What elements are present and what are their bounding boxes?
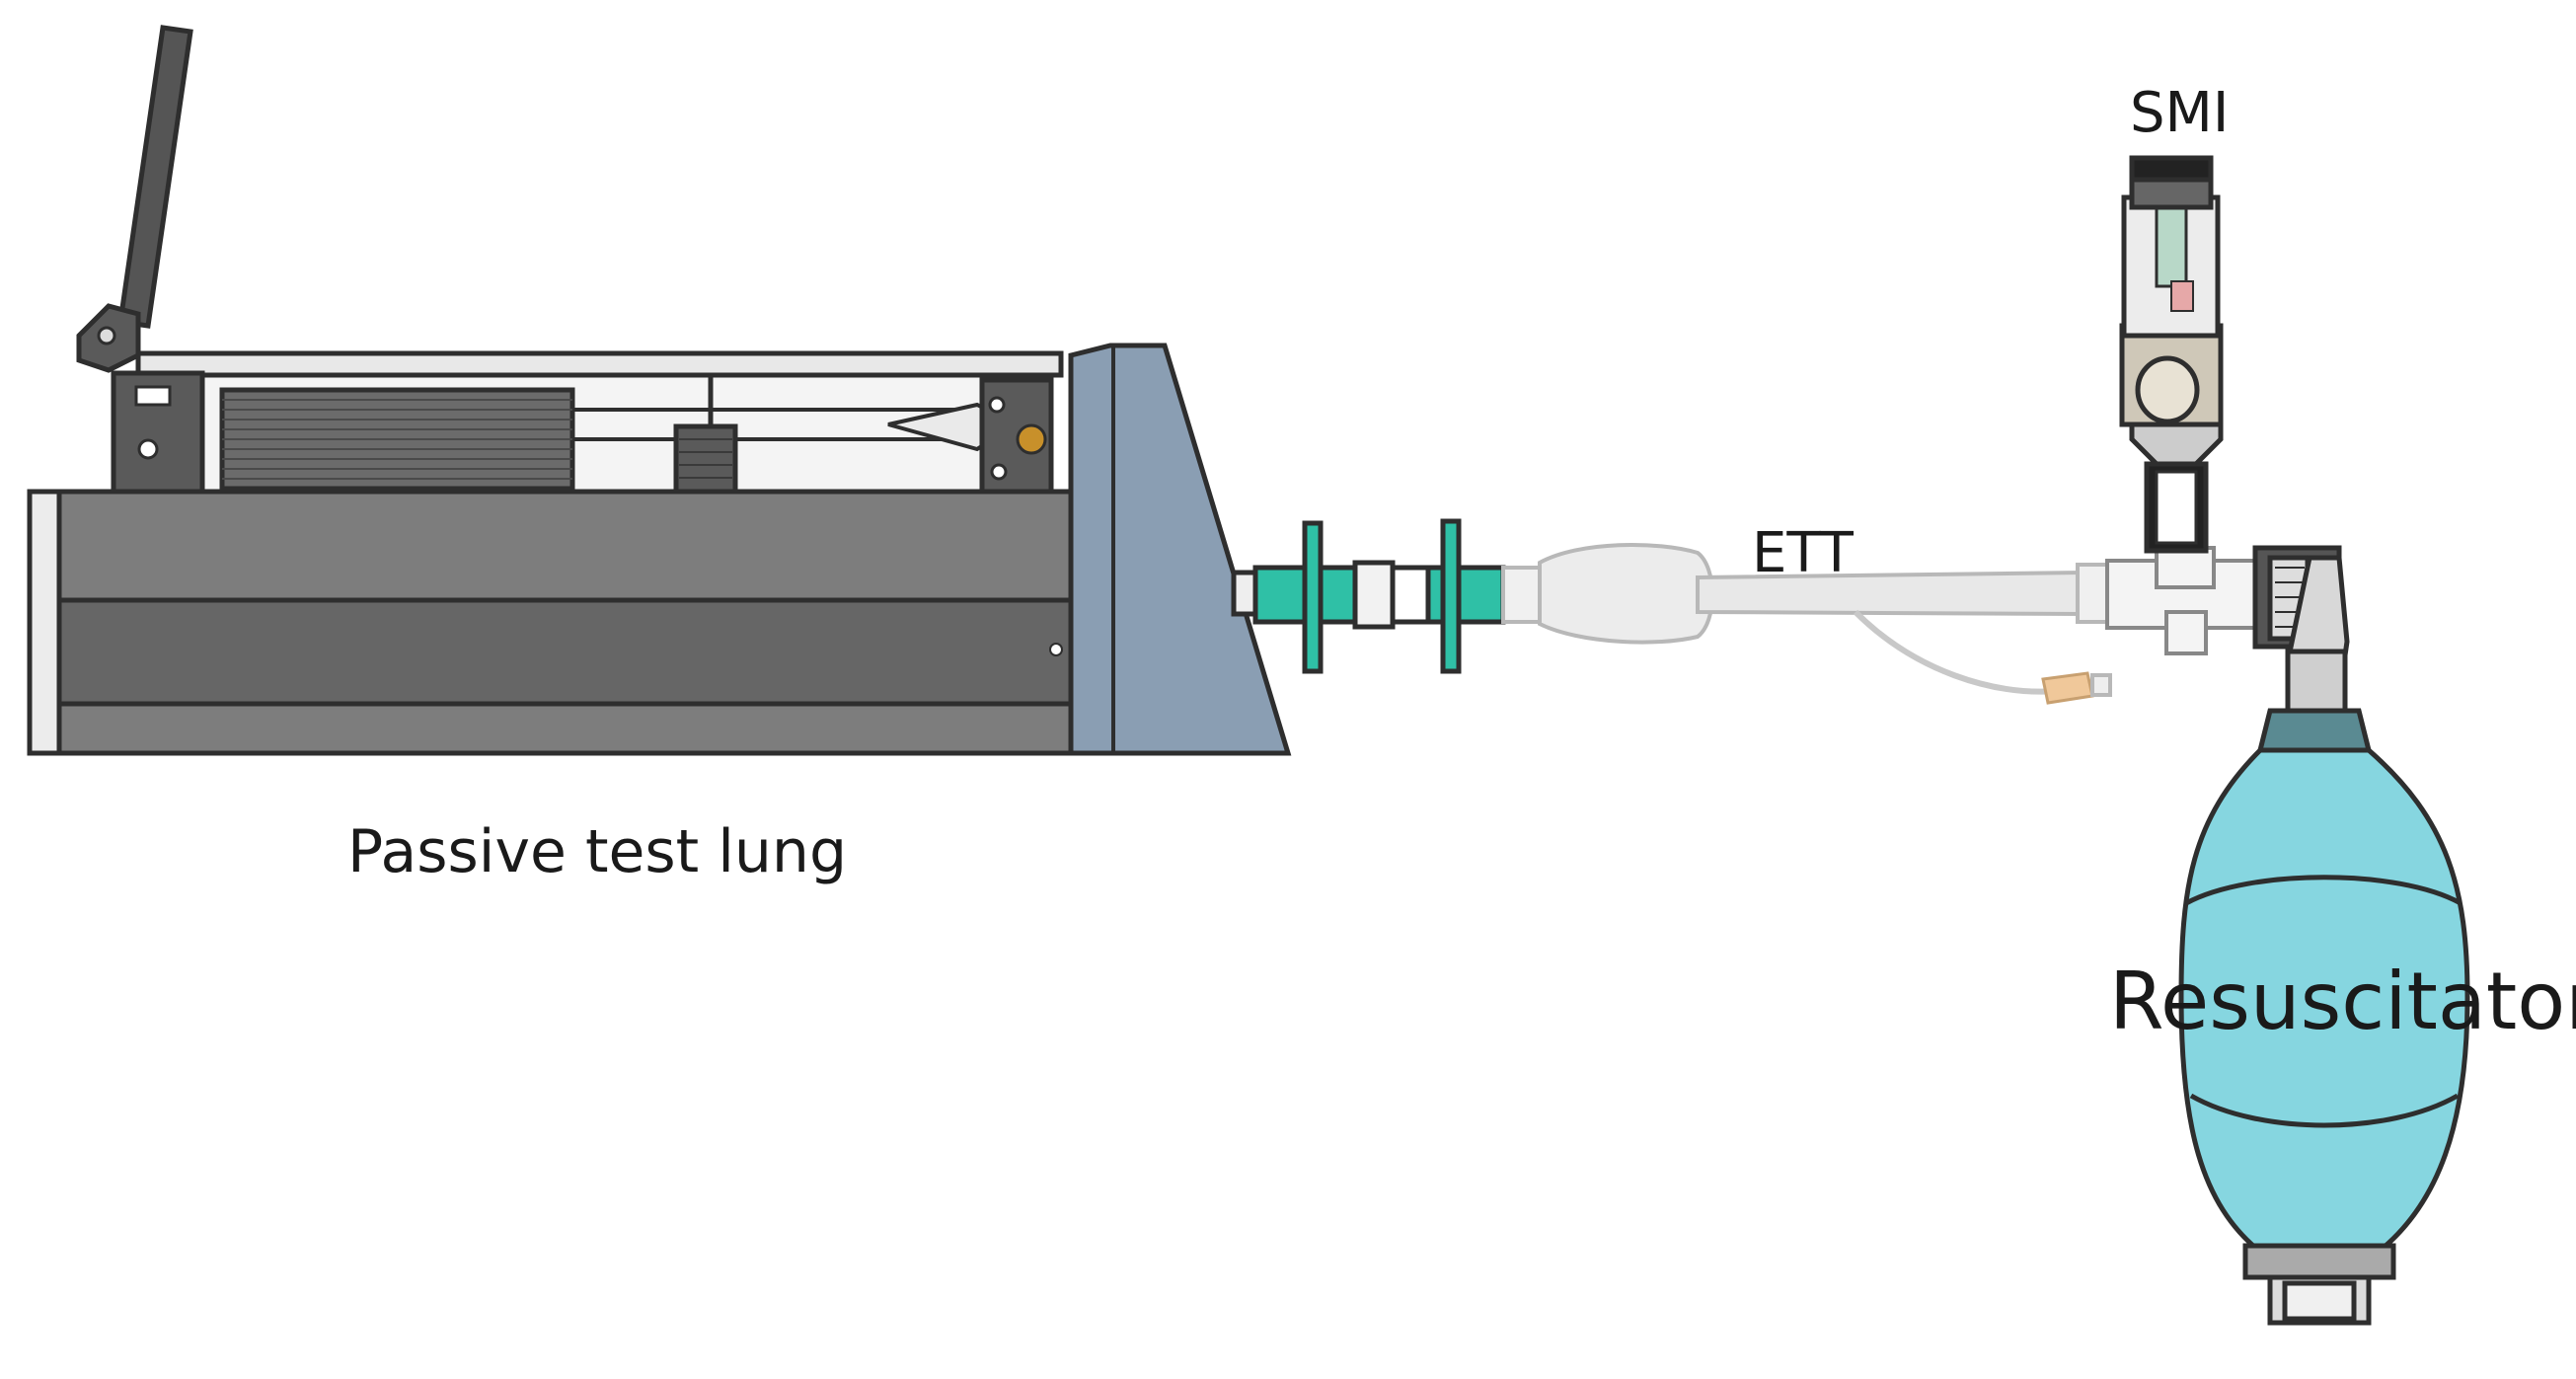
endotracheal-tube-icon <box>1501 543 2112 705</box>
smi-label: SMI <box>2130 81 2230 145</box>
test-lung-label: Passive test lung <box>347 817 848 886</box>
resuscitator-bag-icon <box>2178 545 2470 1326</box>
smi-inhaler-icon <box>2119 155 2224 554</box>
t-piece-connector-icon <box>2105 546 2287 655</box>
ett-label: ETT <box>1752 521 1854 585</box>
resuscitator-label: Resuscitator <box>2109 956 2576 1047</box>
test-lung-icon <box>27 25 1292 756</box>
bacterial-filter-icon <box>1231 518 1506 674</box>
